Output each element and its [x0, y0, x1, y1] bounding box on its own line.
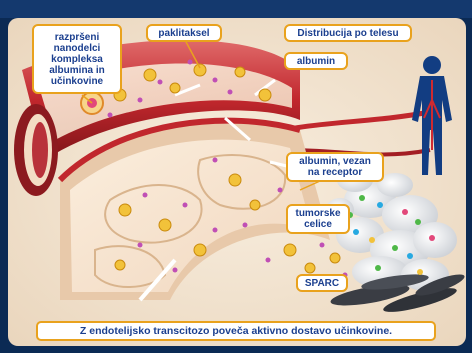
label-body-distribution: Distribucija po telesu — [284, 24, 412, 42]
label-paclitaxel: paklitaksel — [146, 24, 222, 42]
label-nanoparticles: razpršeni nanodelci kompleksa albumina i… — [32, 24, 122, 94]
label-sparc: SPARC — [296, 274, 348, 292]
label-albumin-receptor: albumin, vezan na receptor — [286, 152, 384, 182]
caption: Z endotelijsko transcitozo poveča aktivn… — [36, 321, 436, 341]
label-albumin: albumin — [284, 52, 348, 70]
label-tumor-cells: tumorske celice — [286, 204, 350, 234]
